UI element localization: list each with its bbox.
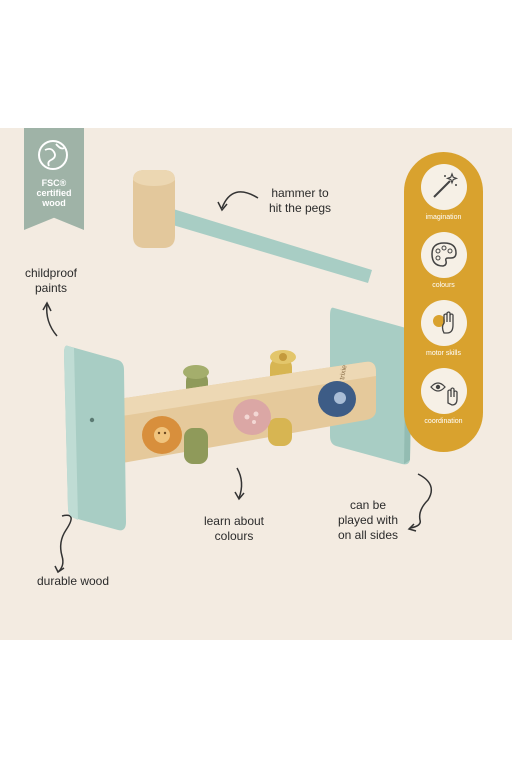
skill-label: motor skills xyxy=(425,350,461,357)
fsc-badge-text: FSC® certified wood xyxy=(36,178,72,208)
brand-mark: trixie xyxy=(339,364,348,380)
label-colours: learn about colours xyxy=(203,514,265,543)
arrow-hammer xyxy=(221,191,259,209)
skill-label: imagination xyxy=(425,214,462,221)
skill-coordination: coordination xyxy=(404,368,483,425)
arrow-durable xyxy=(57,514,72,573)
skills-pill: imagination colours motor skills xyxy=(404,152,483,452)
magic-wand-icon xyxy=(432,172,458,198)
label-hammer: hammer to hit the pegs xyxy=(268,186,332,215)
skill-label: colours xyxy=(432,282,455,289)
skill-colours: colours xyxy=(404,232,483,289)
left-board xyxy=(64,345,126,531)
product-panel: FSC® certified wood trixie xyxy=(0,128,512,640)
palette-icon xyxy=(430,242,457,267)
skill-label: coordination xyxy=(424,418,463,425)
arrow-childproof xyxy=(45,303,58,337)
peg-orange xyxy=(142,416,182,454)
hammer-bench-illustration: trixie xyxy=(42,170,433,574)
peg-pink xyxy=(233,399,271,435)
hammer xyxy=(133,170,372,283)
label-all-sides: can be played with on all sides xyxy=(337,498,399,542)
skill-imagination: imagination xyxy=(404,164,483,221)
globe-leaf-icon xyxy=(38,140,68,170)
label-durable: durable wood xyxy=(36,574,110,588)
hand-grab-icon xyxy=(432,311,454,334)
peg-blue xyxy=(318,381,356,417)
arrow-all-sides xyxy=(409,473,433,529)
skill-motor: motor skills xyxy=(404,300,483,357)
eye-hand-icon xyxy=(429,382,458,406)
label-childproof: childproof paints xyxy=(24,266,78,295)
arrow-colours xyxy=(236,467,243,499)
fsc-badge: FSC® certified wood xyxy=(24,128,84,230)
